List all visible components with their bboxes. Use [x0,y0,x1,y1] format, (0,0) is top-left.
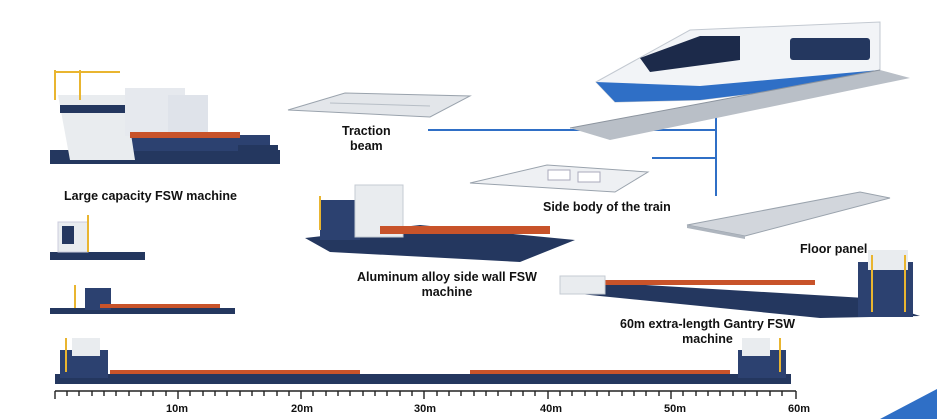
small-fsw-machine-image [50,215,145,260]
aluminum-side-wall-label-line2: machine [421,285,473,299]
scale-tick-label: 60m [788,403,811,415]
gantry-60m-label: 60m extra-length Gantry FSW machine [620,317,795,347]
large-capacity-fsw-machine-image [50,70,280,164]
scale-tick-label: 10m [166,403,189,415]
gantry-60m-label-line2: machine [682,332,733,346]
scale-tick-label: 40m [540,403,563,415]
corner-brand-stripe [880,389,937,419]
aluminum-side-wall-machine-image [305,184,575,262]
traction-beam-image [287,92,472,118]
scale-tick-label: 20m [291,403,314,415]
side-body-label: Side body of the train [543,200,671,214]
traction-beam-label: Traction beam [342,124,391,154]
gantry-60m-label-line1: 60m extra-length Gantry FSW [620,317,796,331]
high-speed-train-image [569,21,910,140]
scale-bar [54,390,797,399]
aluminum-side-wall-label-line1: Aluminum alloy side wall FSW [357,270,537,284]
floor-panel-image [686,191,891,239]
side-body-image [469,164,650,193]
connector-lines [428,112,717,196]
floor-panel-label: Floor panel [800,242,868,256]
long-gantry-machine-image [55,338,791,384]
large-capacity-label: Large capacity FSW machine [64,189,237,203]
traction-beam-label-line1: Traction [342,124,391,138]
scale-tick-label: 30m [414,403,437,415]
traction-beam-label-line2: beam [349,139,383,153]
extra-length-gantry-machine-image [559,250,920,318]
scale-tick-label: 50m [664,403,687,415]
medium-fsw-machine-image [50,285,235,314]
aluminum-side-wall-label: Aluminum alloy side wall FSW machine [357,270,537,300]
